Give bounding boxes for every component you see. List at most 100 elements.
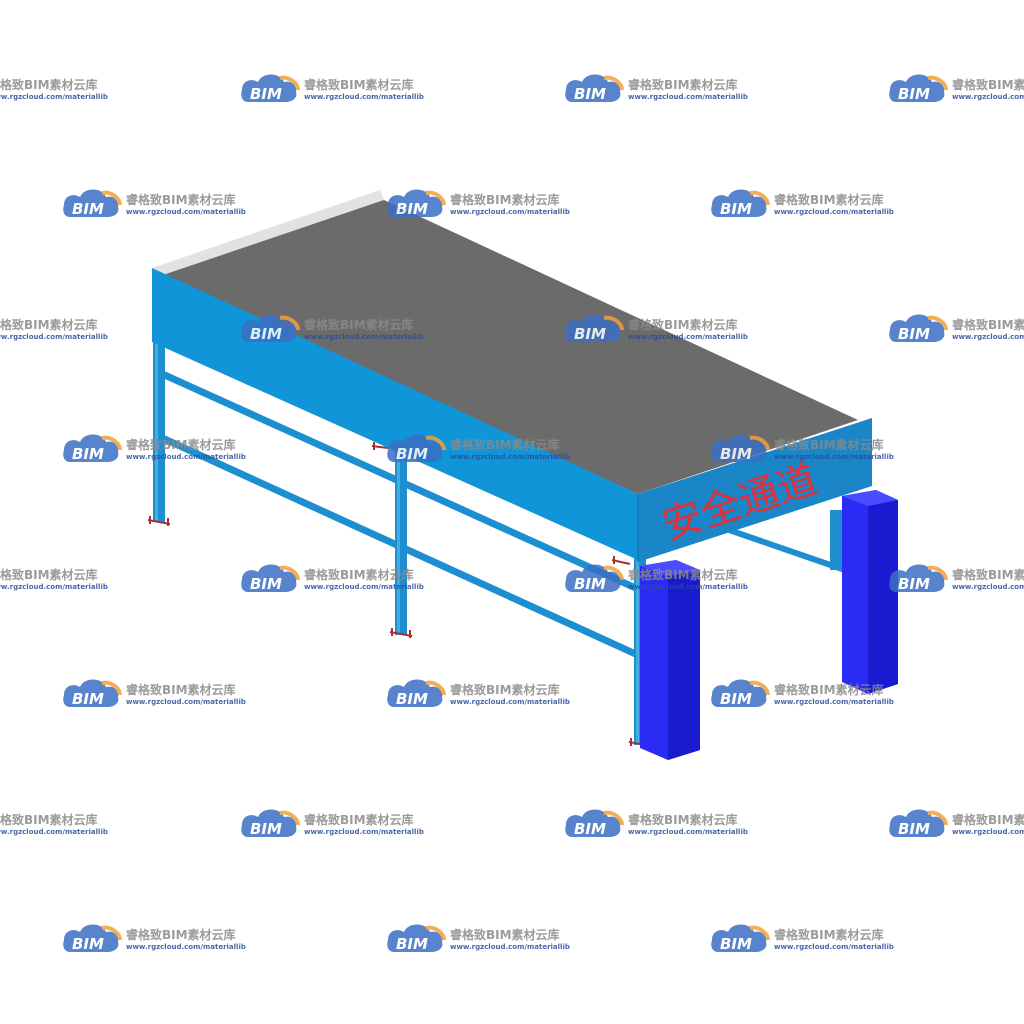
rear-post-far-right (830, 510, 842, 570)
watermark-url-text: www.rgzcloud.com/materiallib (126, 698, 246, 706)
cloud-logo-icon (387, 434, 443, 462)
watermark-logo-text: BIM (720, 690, 752, 708)
cloud-logo-icon (711, 924, 767, 952)
watermark-brand-text: 睿格致BIM素材云库 (952, 77, 1024, 92)
watermark-url-text: www.rgzcloud.com/materiallib (126, 943, 246, 951)
watermark-logo-text: BIM (574, 325, 606, 343)
watermark-tile: BIM睿格致BIM素材云库www.rgzcloud.com/materialli… (0, 77, 108, 101)
cloud-logo-icon (711, 434, 767, 462)
watermark-url-text: www.rgzcloud.com/materiallib (774, 943, 894, 951)
watermark-logo-text: BIM (396, 935, 428, 953)
watermark-tile: BIM睿格致BIM素材云库www.rgzcloud.com/materialli… (0, 812, 108, 836)
watermark-tile: BIM睿格致BIM素材云库www.rgzcloud.com/materialli… (0, 567, 108, 591)
watermark-tile: BIM 睿格致BIM素材云库www.rgzcloud.com/materialli… (241, 809, 424, 838)
cloud-logo-icon (387, 189, 443, 217)
watermark-logo-text: BIM (250, 820, 282, 838)
roof-panel (160, 200, 858, 494)
watermark-brand-text: 睿格致BIM素材云库 (450, 927, 560, 942)
watermark-url-text: www.rgzcloud.com/materiallib (952, 333, 1024, 341)
watermark-url-text: www.rgzcloud.com/materiallib (628, 333, 748, 341)
cloud-logo-icon (889, 74, 945, 102)
post-highlights (155, 340, 639, 745)
cloud-logo-icon (711, 189, 767, 217)
watermark-brand-text: 睿格致BIM素材云库 (304, 567, 414, 582)
cloud-logo-icon (63, 679, 119, 707)
watermark-brand-text: 睿格致BIM素材云库 (450, 682, 560, 697)
watermark-brand-text: 睿格致BIM素材云库 (774, 192, 884, 207)
pier-rear (842, 490, 898, 694)
cloud-logo-icon (63, 924, 119, 952)
cloud-logo-icon (889, 809, 945, 837)
watermark-brand-text: 睿格致BIM素材云库 (0, 567, 98, 582)
watermark-logo-text: BIM (898, 575, 930, 593)
cloud-logo-icon (387, 679, 443, 707)
cloud-logo-icon (711, 679, 767, 707)
watermark-url-text: www.rgzcloud.com/materiallib (304, 333, 424, 341)
watermark-tile: BIM睿格致BIM素材云库www.rgzcloud.com/materialli… (889, 809, 1024, 838)
watermark-brand-text: 睿格致BIM素材云库 (304, 812, 414, 827)
watermark-logo-text: BIM (720, 200, 752, 218)
watermark-brand-text: 睿格致BIM素材云库 (628, 317, 738, 332)
watermark-url-text: www.rgzcloud.com/materiallib (628, 583, 748, 591)
watermark-logo-text: BIM (72, 200, 104, 218)
watermark-logo-text: BIM (898, 820, 930, 838)
watermark-brand-text: 睿格致BIM素材云库 (304, 77, 414, 92)
watermark-logo-text: BIM (72, 690, 104, 708)
watermark-brand-text: 睿格致BIM素材云库 (126, 192, 236, 207)
watermark-logo-text: BIM (574, 820, 606, 838)
watermark-logo-text: BIM (250, 325, 282, 343)
watermark-url-text: www.rgzcloud.com/materiallib (0, 828, 108, 836)
watermark-url-text: www.rgzcloud.com/materiallib (952, 93, 1024, 101)
watermark-url-text: www.rgzcloud.com/materiallib (450, 208, 570, 216)
watermark-logo-text: BIM (250, 575, 282, 593)
watermark-url-text: www.rgzcloud.com/materiallib (304, 828, 424, 836)
watermark-url-text: www.rgzcloud.com/materiallib (450, 943, 570, 951)
watermark-tile: BIM 睿格致BIM素材云库www.rgzcloud.com/materialli… (63, 189, 246, 218)
watermark-brand-text: 睿格致BIM素材云库 (628, 812, 738, 827)
cloud-logo-icon (565, 314, 621, 342)
watermark-url-text: www.rgzcloud.com/materiallib (628, 93, 748, 101)
watermark-url-text: www.rgzcloud.com/materiallib (0, 583, 108, 591)
watermark-tile: BIM 睿格致BIM素材云库www.rgzcloud.com/materialli… (387, 924, 570, 953)
cloud-logo-icon (241, 809, 297, 837)
watermark-tile: BIM 睿格致BIM素材云库www.rgzcloud.com/materialli… (565, 314, 748, 343)
pier-front (640, 560, 700, 760)
watermark-url-text: www.rgzcloud.com/materiallib (774, 453, 894, 461)
watermark-url-text: www.rgzcloud.com/materiallib (304, 93, 424, 101)
watermark-brand-text: 睿格致BIM素材云库 (304, 317, 414, 332)
watermark-url-text: www.rgzcloud.com/materiallib (952, 828, 1024, 836)
watermark-url-text: www.rgzcloud.com/materiallib (126, 208, 246, 216)
watermark-url-text: www.rgzcloud.com/materiallib (774, 698, 894, 706)
watermark-brand-text: 睿格致BIM素材云库 (126, 927, 236, 942)
cloud-logo-icon (889, 314, 945, 342)
watermark-logo-text: BIM (720, 445, 752, 463)
watermark-tile: BIM睿格致BIM素材云库www.rgzcloud.com/materialli… (889, 564, 1024, 593)
cloud-logo-icon (241, 74, 297, 102)
watermark-url-text: www.rgzcloud.com/materiallib (126, 453, 246, 461)
cloud-logo-icon (387, 924, 443, 952)
watermark-brand-text: 睿格致BIM素材云库 (628, 567, 738, 582)
post-left (153, 340, 165, 522)
cloud-logo-icon (241, 564, 297, 592)
watermark-logo-text: BIM (72, 935, 104, 953)
watermark-logo-text: BIM (396, 690, 428, 708)
watermark-tile: BIM 睿格致BIM素材云库www.rgzcloud.com/materialli… (889, 74, 1024, 103)
watermark-brand-text: 睿格致BIM素材云库 (126, 682, 236, 697)
fascia-end-face (638, 418, 872, 562)
watermark-tile: BIM 睿格致BIM素材云库www.rgzcloud.com/materialli… (63, 679, 246, 708)
watermark-brand-text: 睿格致BIM素材云库 (952, 567, 1024, 582)
watermark-brand-text: 睿格致BIM素材云库 (952, 317, 1024, 332)
watermark-brand-text: 睿格致BIM素材云库 (774, 682, 884, 697)
cloud-logo-icon (565, 809, 621, 837)
watermark-logo-text: BIM (898, 85, 930, 103)
cloud-logo-icon (63, 434, 119, 462)
